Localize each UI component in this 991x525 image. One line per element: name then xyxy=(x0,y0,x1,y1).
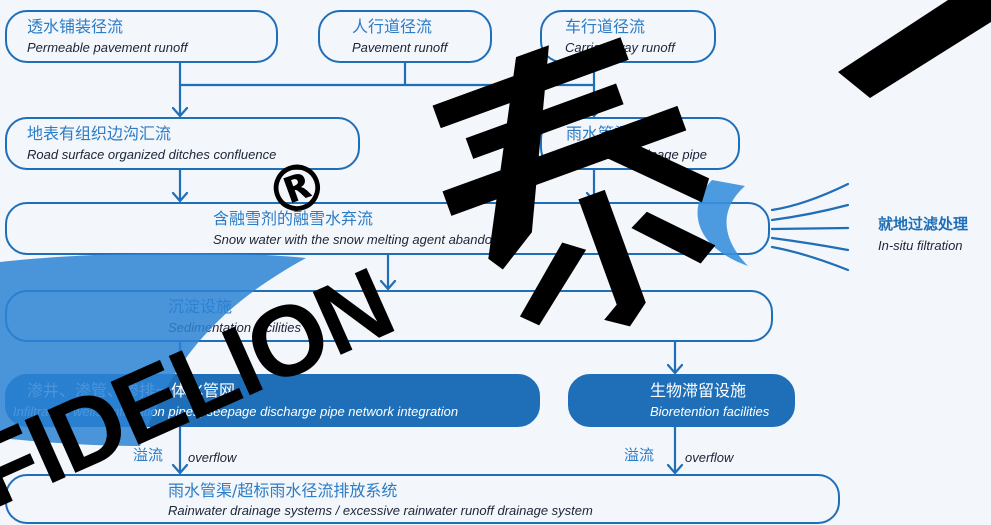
overflow-label-left-zh: 溢流 xyxy=(133,446,164,464)
box-label-en: Bioretention facilities xyxy=(650,404,770,419)
in-situ-filtration-label-en: In-situ filtration xyxy=(878,238,963,253)
box-rainwater-drainage-pipe: 雨水管渠 Rainwater drainage pipe xyxy=(540,117,740,170)
arrow-bioretention-overflow xyxy=(666,425,684,475)
box-label-zh: 沉淀设施 xyxy=(168,297,233,316)
arrow-permeable-to-confluence xyxy=(171,61,189,118)
arrow-pipe-to-snowmelt xyxy=(585,168,603,203)
box-label-en: Permeable pavement runoff xyxy=(27,40,188,55)
arrow-infiltration-overflow xyxy=(171,425,189,475)
arrow-sedimentation-to-infiltration xyxy=(171,340,189,375)
box-label-zh: 透水铺装径流 xyxy=(27,17,124,36)
box-label-zh: 人行道径流 xyxy=(352,17,433,36)
arrow-confluence-to-snowmelt xyxy=(171,168,189,203)
box-sedimentation: 沉淀设施 Sedimentation facilities xyxy=(5,290,773,342)
arrow-carriageway-to-pipe xyxy=(585,61,603,118)
arrow-snowmelt-to-sedimentation xyxy=(379,253,397,291)
filtration-fan-line xyxy=(770,236,850,252)
box-label-zh: 车行道径流 xyxy=(565,17,646,36)
box-label-en: Carriageway runoff xyxy=(565,40,675,55)
box-label-en: Rainwater drainage pipe xyxy=(566,147,707,162)
overflow-label-right-zh: 溢流 xyxy=(624,446,655,464)
overflow-label-right-en: overflow xyxy=(685,450,734,465)
box-label-zh: 雨水管渠 xyxy=(566,124,631,143)
box-label-en: Snow water with the snow melting agent a… xyxy=(213,232,514,247)
box-label-zh: 地表有组织边沟汇流 xyxy=(27,124,172,143)
overflow-label-left-en: overflow xyxy=(188,450,237,465)
box-label-en: Sedimentation facilities xyxy=(168,320,301,335)
box-infiltration-network: 渗井、渗管、渗排一体化管网 Infiltration wells, infilt… xyxy=(5,374,540,427)
box-label-zh: 生物滞留设施 xyxy=(650,381,747,400)
box-permeable-pavement-runoff: 透水铺装径流 Permeable pavement runoff xyxy=(5,10,278,63)
filtration-fan-line xyxy=(770,245,850,272)
box-ditch-confluence: 地表有组织边沟汇流 Road surface organized ditches… xyxy=(5,117,360,170)
box-label-zh: 渗井、渗管、渗排一体化管网 xyxy=(27,381,236,400)
box-carriageway-runoff: 车行道径流 Carriageway runoff xyxy=(540,10,716,63)
filtration-fan-line xyxy=(770,203,850,222)
filtration-fan-line xyxy=(770,182,850,212)
box-label-en: Road surface organized ditches confluenc… xyxy=(27,147,277,162)
box-discharge-system: 雨水管渠/超标雨水径流排放系统 Rainwater drainage syste… xyxy=(5,474,840,524)
box-label-zh: 含融雪剂的融雪水弃流 xyxy=(213,209,374,228)
arrow-sedimentation-to-bioretention xyxy=(666,340,684,375)
watermark-corner-stroke xyxy=(838,0,991,98)
filtration-fan-line xyxy=(770,226,850,231)
box-label-zh: 雨水管渠/超标雨水径流排放系统 xyxy=(168,481,398,500)
box-label-en: Infiltration wells, infiltration pipes, … xyxy=(13,404,459,419)
box-label-en: Rainwater drainage systems / excessive r… xyxy=(168,503,593,518)
in-situ-filtration-label-zh: 就地过滤处理 xyxy=(878,215,969,233)
box-snowmelt-diversion: 含融雪剂的融雪水弃流 Snow water with the snow melt… xyxy=(5,202,770,255)
box-label-en: Pavement runoff xyxy=(352,40,448,55)
box-bioretention: 生物滞留设施 Bioretention facilities xyxy=(568,374,795,427)
box-pavement-runoff: 人行道径流 Pavement runoff xyxy=(318,10,492,63)
